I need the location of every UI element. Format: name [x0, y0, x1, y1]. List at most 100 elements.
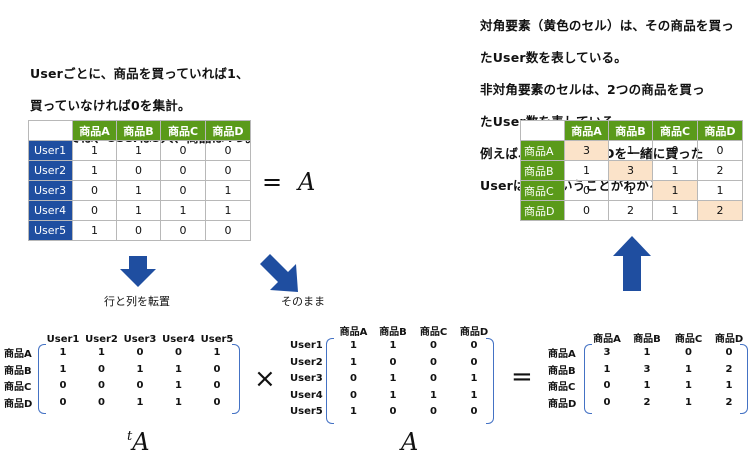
column-header: 商品D [714, 333, 744, 345]
matrix-cell: 0 [175, 347, 182, 359]
arrow-up-icon [613, 236, 651, 291]
purchase-table: 商品A 商品B 商品C 商品D User1 1 1 0 0 User2 1 0 … [28, 120, 251, 241]
column-header: 商品D [697, 120, 743, 141]
matrix-cell: 0 [430, 373, 437, 385]
column-header: 商品A [72, 120, 117, 141]
matrix-cell: 1 [350, 340, 357, 352]
matrix-cell: 1 [213, 347, 221, 359]
matrix-cell: 1 [685, 380, 692, 392]
matrix-cell: 1 [643, 347, 651, 359]
matrix-row: User5 1 0 0 0 [290, 404, 494, 421]
table-row: User2 1 0 0 0 [28, 160, 251, 181]
matrix-cell: 1 [350, 406, 357, 418]
matrix-cell: 0 [389, 356, 397, 368]
matrix-cell: 0 [350, 389, 357, 401]
column-header: 商品A [593, 333, 621, 345]
bracket-left [584, 344, 592, 414]
left-note-line: Userごとに、商品を買っていれば1、 [30, 66, 249, 81]
right-note-line: 対角要素（黄色のセル）は、その商品を買っ [480, 18, 735, 33]
matrix-symbol-ta: tA [127, 428, 150, 456]
matrix-cell: 0 [685, 347, 692, 359]
matrix-symbol-a: A [401, 428, 419, 456]
matrix-cell: 3 [603, 347, 611, 359]
table-cell: 0 [160, 140, 206, 161]
matrix-row: 商品D 0 2 1 2 [548, 394, 749, 411]
row-header: 商品B [548, 365, 576, 377]
table-row: 商品B 1 3 1 2 [520, 160, 743, 181]
matrix-corner [4, 328, 44, 345]
table-cell: 1 [608, 140, 653, 161]
matrix-cell: 0 [59, 380, 67, 392]
table-cell: 1 [116, 200, 161, 221]
table-cell: 0 [116, 160, 161, 181]
left-note-line: 買っていなければ0を集計。 [30, 98, 191, 113]
matrix-cell: 0 [470, 356, 478, 368]
table-cell: 1 [205, 180, 251, 201]
column-header: 商品B [633, 333, 661, 345]
table-cell: 1 [72, 160, 117, 181]
row-header: 商品D [548, 398, 577, 410]
table-cell: 0 [116, 220, 161, 241]
table-cell: 2 [697, 160, 743, 181]
row-header: 商品A [4, 349, 32, 361]
matrix-cell: 0 [136, 347, 144, 359]
table-corner [520, 120, 565, 141]
matrix-cell: 1 [685, 396, 692, 408]
matrix-cell: 1 [389, 373, 397, 385]
matrix-header-row: User1 User2 User3 User4 User5 [4, 328, 236, 345]
table-cell: 1 [72, 220, 117, 241]
table-cell: 1 [116, 180, 161, 201]
matrix-corner [290, 321, 334, 338]
matrix-cell: 1 [643, 380, 651, 392]
table-header-row: 商品A 商品B 商品C 商品D [520, 120, 743, 141]
matrix-cell: 1 [59, 347, 67, 359]
matrix-row: 商品C 0 0 0 1 0 [4, 378, 236, 395]
matrix-cell: 0 [603, 380, 611, 392]
table-cell: 0 [652, 140, 698, 161]
matrix-cell: 0 [136, 380, 144, 392]
table-header-row: 商品A 商品B 商品C 商品D [28, 120, 251, 141]
matrix-cell: 1 [725, 380, 733, 392]
table-row: 商品D 0 2 1 2 [520, 200, 743, 221]
row-header: 商品D [4, 398, 33, 410]
transposed-matrix: User1 User2 User3 User4 User5 商品A 1 1 0 … [4, 328, 236, 411]
column-header: User5 [200, 333, 234, 345]
table-cell: 1 [564, 160, 609, 181]
matrix-cell: 2 [725, 396, 733, 408]
diagonal-cell: 3 [564, 140, 609, 161]
matrix-header-row: 商品A 商品B 商品C 商品D [548, 328, 749, 345]
bracket-right [740, 344, 748, 414]
matrix-row: 商品B 1 0 1 1 0 [4, 361, 236, 378]
table-cell: 1 [697, 180, 743, 201]
right-note-line: たUser数を表している。 [480, 50, 627, 65]
table-cell: 1 [652, 200, 698, 221]
table-cell: 0 [72, 200, 117, 221]
matrix-row: User2 1 0 0 0 [290, 354, 494, 371]
table-cell: 0 [564, 180, 609, 201]
column-header: User3 [123, 333, 157, 345]
row-header: User3 [290, 373, 323, 385]
matrix-row: 商品D 0 0 1 1 0 [4, 394, 236, 411]
arrow-down-icon [120, 256, 156, 287]
matrix-row: User4 0 1 1 1 [290, 387, 494, 404]
matrix-cell: 1 [470, 373, 478, 385]
matrix-cell: 0 [430, 356, 437, 368]
table-cell: 0 [205, 140, 251, 161]
matrix-cell: 1 [59, 363, 67, 375]
bracket-left [326, 338, 334, 424]
matrix-cell: 0 [59, 396, 67, 408]
matrix-symbol-a: A [298, 168, 316, 196]
matrix-cell: 0 [213, 396, 221, 408]
column-header: 商品B [608, 120, 653, 141]
column-header: 商品D [459, 326, 489, 338]
table-cell: 1 [205, 200, 251, 221]
column-header: User4 [162, 333, 195, 345]
matrix-cell: 1 [175, 363, 182, 375]
row-header: User4 [28, 200, 73, 221]
row-header: User4 [290, 389, 323, 401]
matrix-cell: 0 [389, 406, 397, 418]
table-cell: 0 [160, 160, 206, 181]
row-header: 商品A [548, 349, 576, 361]
matrix-cell: 0 [603, 396, 611, 408]
table-row: User3 0 1 0 1 [28, 180, 251, 201]
